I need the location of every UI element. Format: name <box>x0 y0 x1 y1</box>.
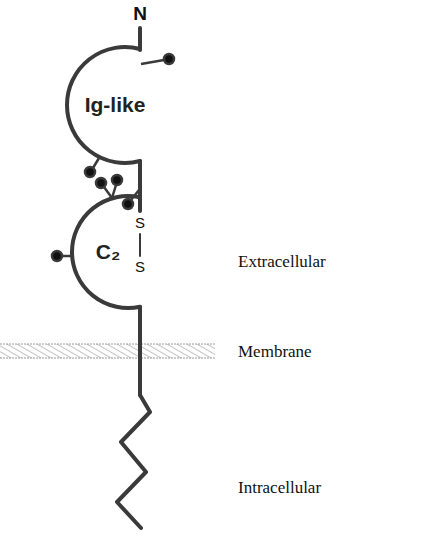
glycosylation-site-pair <box>96 175 122 198</box>
sulfur-atom: S <box>135 214 145 231</box>
c2-domain: C₂ <box>72 196 184 308</box>
glycosylation-site <box>52 251 72 261</box>
glycosylation-site <box>141 54 174 64</box>
domain-loop-path <box>72 196 140 308</box>
membrane-band <box>0 344 215 358</box>
transmembrane-segment <box>138 307 142 395</box>
ig-like-domain: Ig-like <box>67 47 183 163</box>
glycosylation-site <box>123 190 139 209</box>
domain-outline <box>72 196 184 308</box>
backbone-segment <box>138 161 142 211</box>
region-label: Intracellular <box>238 478 321 498</box>
cytoplasmic-tail <box>117 395 150 528</box>
domain-name: C₂ <box>96 240 121 263</box>
region-label: Extracellular <box>238 252 326 272</box>
domain-name: Ig-like <box>85 93 146 116</box>
sulfur-atom: S <box>135 258 145 275</box>
disulfide-bond <box>139 234 141 256</box>
glycosylation-site <box>85 158 99 177</box>
terminus-label: N <box>133 3 147 25</box>
region-label: Membrane <box>238 342 312 362</box>
